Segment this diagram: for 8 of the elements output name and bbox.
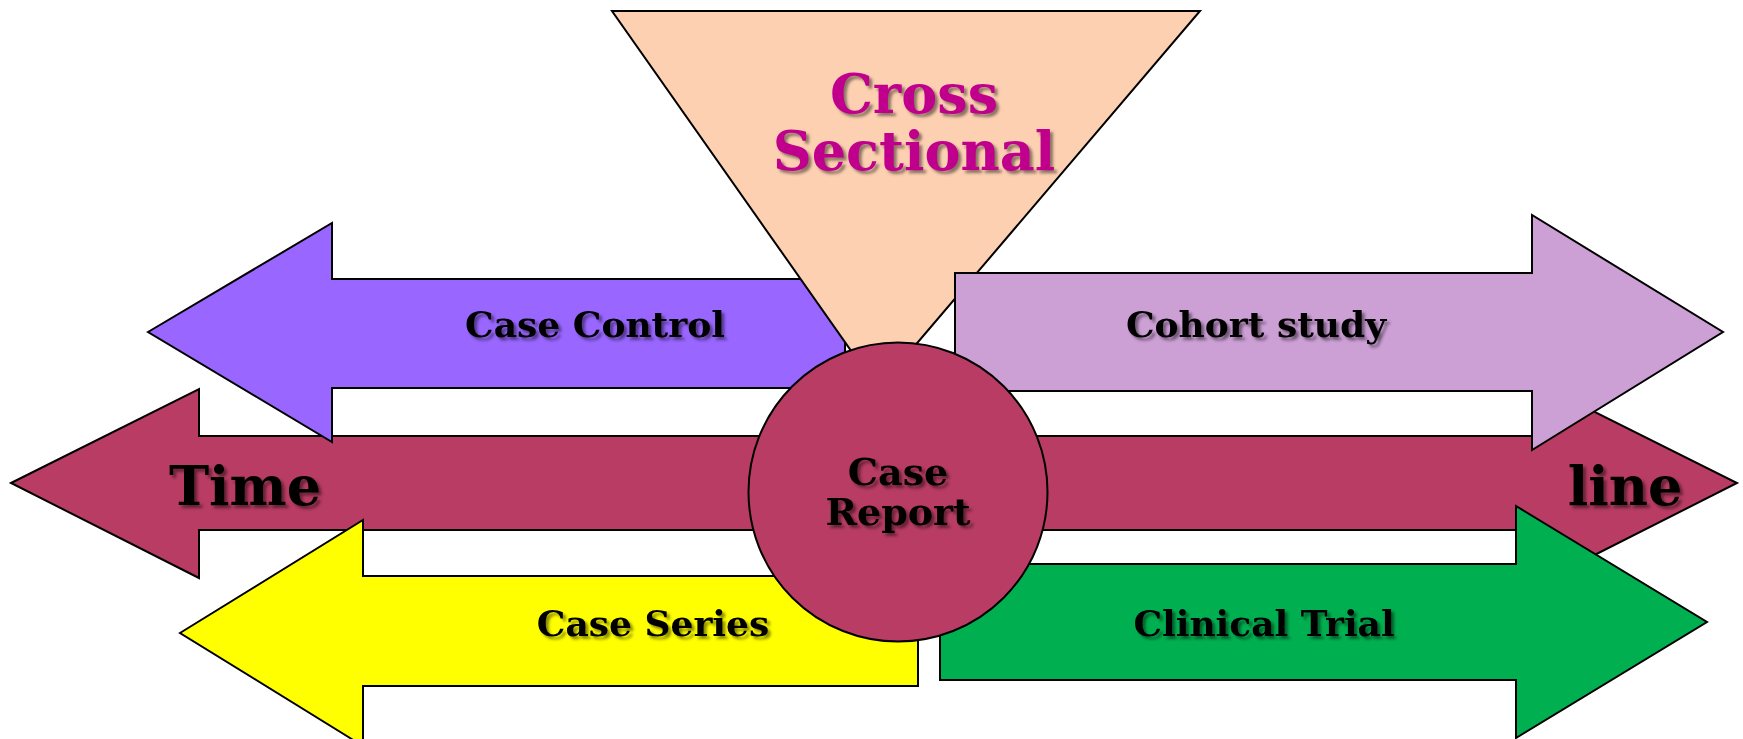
shape-label: Case Report xyxy=(824,452,972,532)
shape-label: Clinical Trial xyxy=(1133,605,1395,643)
shape-label: Cross Sectional xyxy=(771,66,1057,180)
shape-label: Case Control xyxy=(465,306,725,344)
shape-label: line xyxy=(1567,457,1683,515)
shape-label: Cohort study xyxy=(1125,306,1387,344)
shape-label: Case Series xyxy=(536,605,770,643)
shape-label: Time xyxy=(168,457,322,515)
